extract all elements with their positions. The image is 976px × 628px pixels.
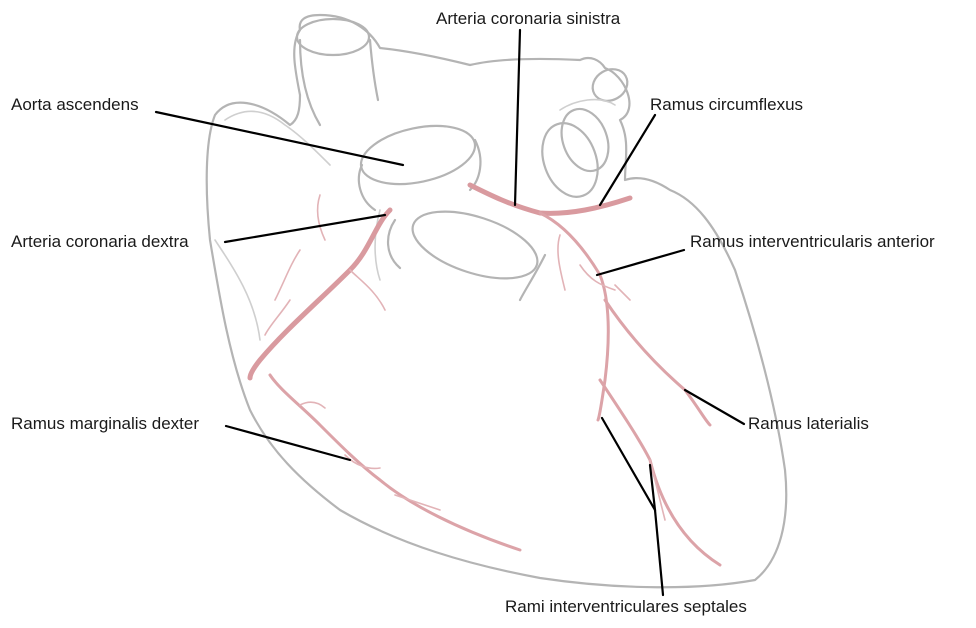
label-ramus-laterialis: Ramus laterialis xyxy=(748,414,869,434)
leader-aorta-ascendens xyxy=(156,112,403,165)
truncus-pulmonalis xyxy=(375,198,545,300)
leader-ramus-interventricularis-anterior xyxy=(597,250,684,275)
label-arteria-coronaria-dextra: Arteria coronaria dextra xyxy=(11,232,189,252)
leader-ramus-marginalis-dexter xyxy=(226,426,350,460)
label-ramus-marginalis-dexter: Ramus marginalis dexter xyxy=(11,414,199,434)
leader-arteria-coronaria-dextra xyxy=(225,215,385,242)
label-arteria-coronaria-sinistra: Arteria coronaria sinistra xyxy=(436,9,620,29)
leader-ramus-circumflexus xyxy=(600,115,655,205)
label-rami-interventriculares-septales: Rami interventriculares septales xyxy=(505,597,747,617)
aorta-ascendens-vessel xyxy=(297,19,480,210)
leader-arteria-coronaria-sinistra xyxy=(515,30,520,205)
left-coronary-artery xyxy=(470,185,720,565)
leader-ramus-laterialis xyxy=(685,390,744,424)
label-ramus-interventricularis-anterior: Ramus interventricularis anterior xyxy=(690,232,935,252)
label-aorta-ascendens: Aorta ascendens xyxy=(11,95,139,115)
leader-rami-septales-1 xyxy=(602,418,655,510)
label-ramus-circumflexus: Ramus circumflexus xyxy=(650,95,803,115)
pulmonary-vessels xyxy=(533,63,634,205)
right-coronary-artery xyxy=(250,195,520,550)
leader-rami-septales-stem xyxy=(655,510,663,595)
